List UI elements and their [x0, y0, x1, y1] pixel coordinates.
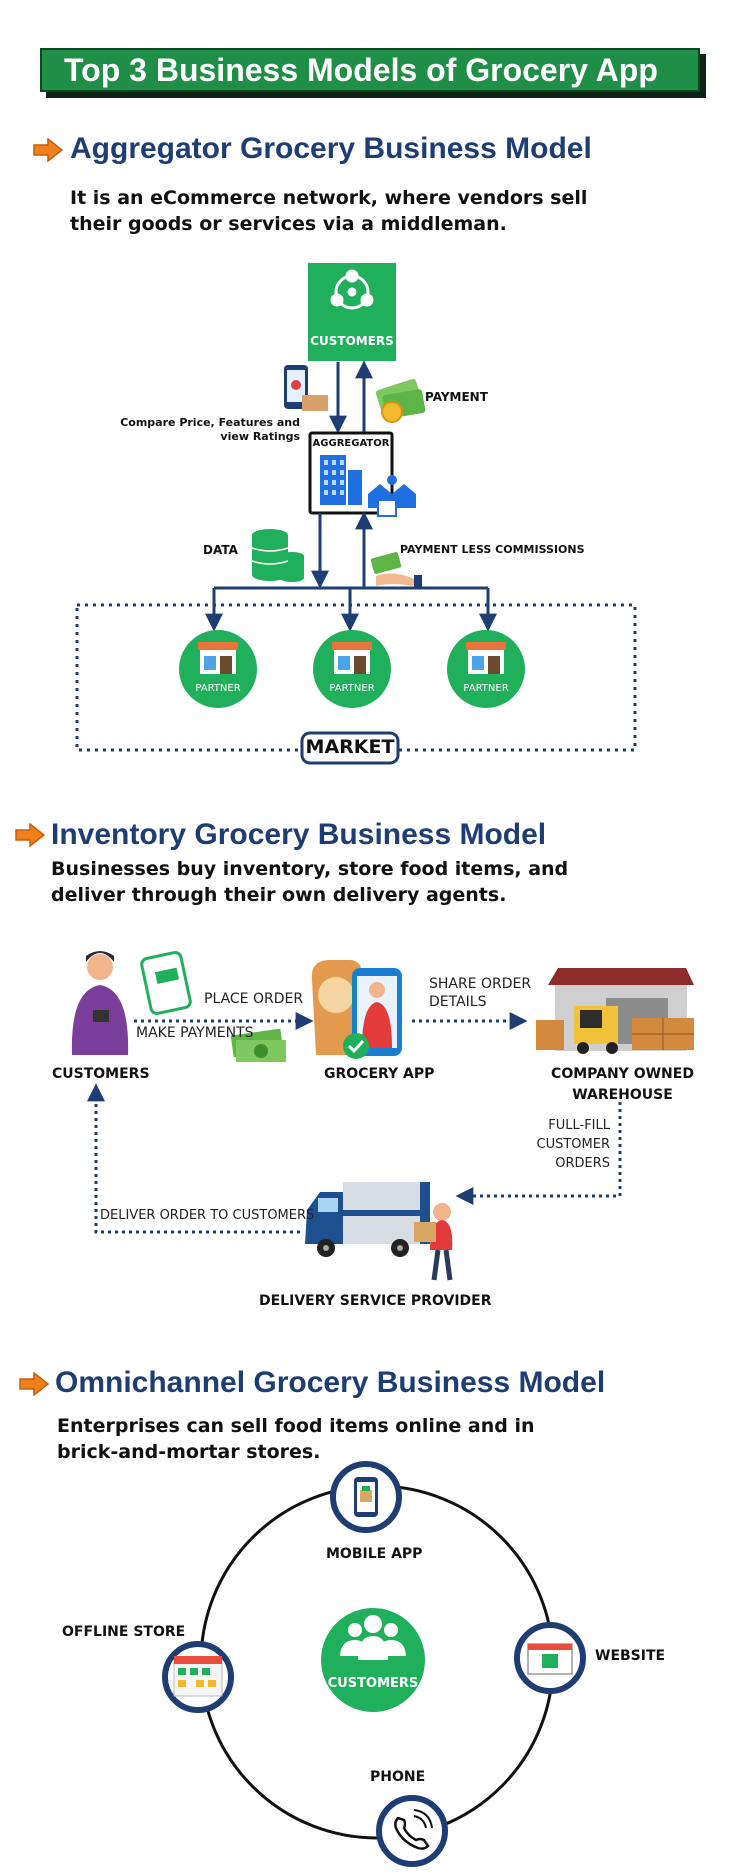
people-group-icon — [340, 1615, 406, 1660]
offline-store-node — [162, 1641, 234, 1713]
page-title: Top 3 Business Models of Grocery App — [40, 48, 700, 92]
delivery-truck-icon — [305, 1182, 453, 1281]
fulfill-label-line3: ORDERS — [555, 1156, 610, 1171]
make-payments-label: MAKE PAYMENTS — [136, 1025, 254, 1041]
delivery-provider-label: DELIVERY SERVICE PROVIDER — [259, 1293, 492, 1309]
share-order-label-line1: SHARE ORDER — [429, 976, 532, 992]
database-icon — [251, 529, 304, 582]
hand-money-icon — [370, 552, 422, 587]
people-network-icon — [330, 269, 374, 310]
partner-label-3: PARTNER — [463, 683, 509, 694]
building-icon — [320, 455, 362, 505]
aggregator-box-label: AGGREGATOR — [312, 438, 390, 449]
warehouse-label-line2: WAREHOUSE — [572, 1087, 673, 1103]
warehouse-label-line1: COMPANY OWNED — [551, 1066, 694, 1082]
compare-label-line1: Compare Price, Features and — [120, 416, 300, 429]
warehouse-network-icon — [368, 475, 416, 517]
store-icon — [332, 642, 372, 674]
deliver-order-label: DELIVER ORDER TO CUSTOMERS — [100, 1208, 315, 1223]
mobile-app-label: MOBILE APP — [326, 1546, 423, 1562]
phone-payment-icon — [140, 951, 192, 1015]
grocery-app-label: GROCERY APP — [324, 1066, 435, 1082]
money-icon — [375, 378, 426, 423]
customers-box-label: CUSTOMERS — [310, 334, 394, 348]
partner-label-2: PARTNER — [329, 683, 375, 694]
customers-label: CUSTOMERS — [52, 1066, 150, 1082]
fulfill-label-line1: FULL-FILL — [548, 1118, 610, 1133]
phone-map-icon — [284, 365, 328, 411]
aggregator-diagram — [75, 263, 637, 765]
warehouse-icon — [536, 968, 694, 1054]
inventory-diagram — [71, 951, 694, 1281]
place-order-label: PLACE ORDER — [204, 991, 304, 1007]
arrow-right-icon — [19, 1372, 50, 1396]
store-icon — [198, 642, 238, 674]
mobile-app-node — [330, 1461, 402, 1533]
customer-person-icon — [71, 951, 129, 1055]
omnichannel-section-title: Omnichannel Grocery Business Model — [55, 1366, 606, 1399]
website-label: WEBSITE — [595, 1648, 666, 1664]
website-node — [514, 1622, 586, 1694]
aggregator-description: It is an eCommerce network, where vendor… — [70, 187, 588, 235]
inventory-section-title: Inventory Grocery Business Model — [51, 818, 547, 851]
phone-label: PHONE — [370, 1769, 426, 1785]
inventory-description: Businesses buy inventory, store food ite… — [51, 858, 569, 906]
share-order-label-line2: DETAILS — [429, 994, 487, 1010]
phone-node — [376, 1795, 448, 1867]
market-label-box — [300, 731, 400, 765]
money-icon — [230, 1028, 286, 1062]
customers-center-label: CUSTOMERS — [327, 1676, 419, 1691]
grocery-app-icon — [311, 960, 402, 1059]
phone-call-icon — [394, 1809, 433, 1850]
payment-less-commissions-label: PAYMENT LESS COMMISSIONS — [400, 543, 585, 556]
omnichannel-description: Enterprises can sell food items online a… — [57, 1415, 535, 1463]
payment-label: PAYMENT — [425, 390, 488, 404]
data-label: DATA — [203, 543, 238, 557]
store-icon — [466, 642, 506, 674]
fulfill-label-line2: CUSTOMER — [536, 1137, 610, 1152]
aggregator-section-title: Aggregator Grocery Business Model — [70, 132, 592, 165]
arrow-right-icon — [33, 138, 64, 162]
market-label: MARKET — [305, 736, 395, 758]
partner-label-1: PARTNER — [195, 683, 241, 694]
arrow-right-icon — [15, 823, 46, 847]
offline-store-label: OFFLINE STORE — [62, 1624, 186, 1640]
compare-label-line2: view Ratings — [220, 430, 300, 443]
